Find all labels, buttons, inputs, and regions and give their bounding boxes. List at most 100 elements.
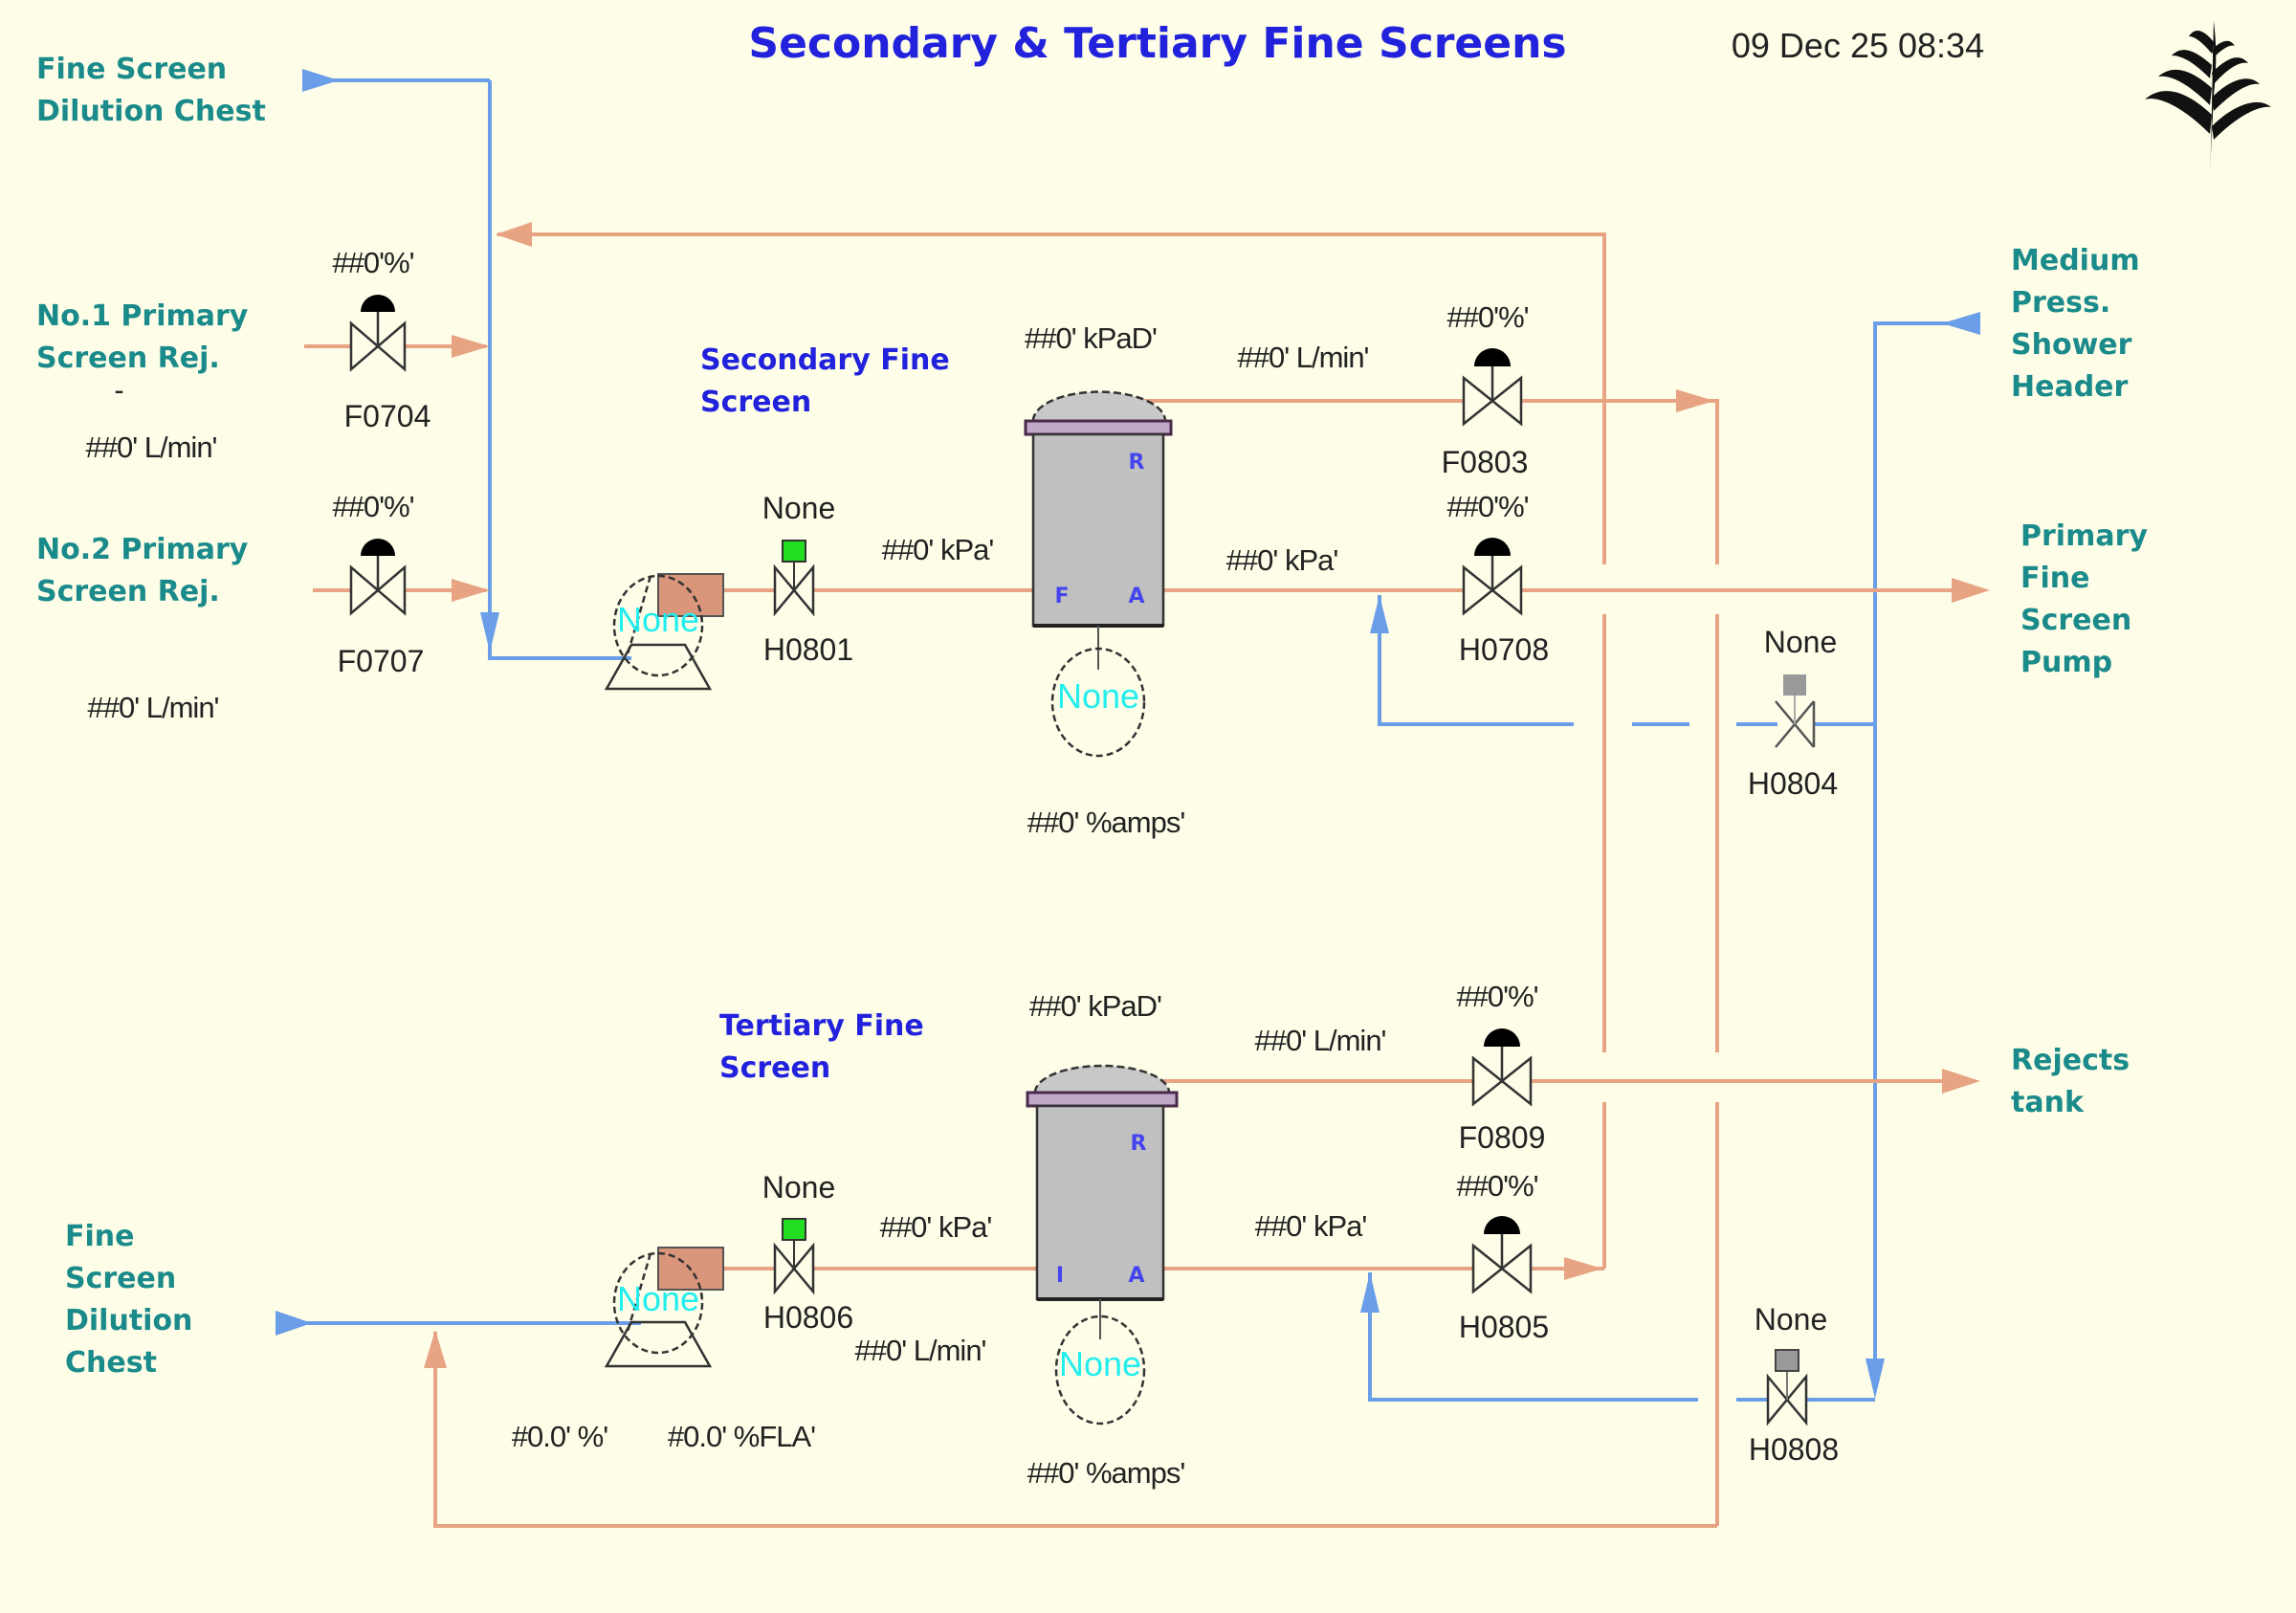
secondary-inlet-pressure: ##0' kPa': [882, 533, 994, 566]
port-reject-label: R: [1131, 1132, 1147, 1156]
valve-F0809[interactable]: [1471, 1028, 1533, 1107]
no1-dot: -: [114, 373, 122, 407]
valve-H0808[interactable]: [1766, 1349, 1808, 1426]
tertiary-fine-screen[interactable]: [1026, 1064, 1179, 1301]
arrow-icon: [1942, 312, 1980, 335]
valve-tag-H0801[interactable]: H0801: [763, 632, 853, 667]
secondary-motor-icon[interactable]: [1050, 647, 1146, 758]
valve-tag-F0704[interactable]: F0704: [344, 399, 431, 433]
valve-H0806[interactable]: [773, 1218, 815, 1295]
valve-state-H0808: None: [1755, 1302, 1828, 1337]
actuator-icon: [1474, 348, 1511, 366]
arrow-icon: [1360, 1272, 1380, 1313]
actuator-icon: [1474, 538, 1511, 556]
valve-tag-H0806[interactable]: H0806: [763, 1300, 853, 1335]
tertiary-diff-pressure: ##0' kPaD': [1029, 989, 1161, 1023]
actuator-icon: [1484, 1028, 1520, 1047]
dest-rejects-tank[interactable]: Rejects tank: [2011, 1044, 2130, 1119]
port-feed-label: I: [1056, 1264, 1064, 1288]
valve-F0707[interactable]: [349, 539, 407, 616]
tertiary-pump[interactable]: [604, 1247, 724, 1368]
valve-output-H0805: ##0'%': [1456, 1169, 1537, 1203]
tertiary-accept-pressure: ##0' kPa': [1255, 1209, 1367, 1243]
pipe-dilution-top: [488, 80, 631, 660]
valve-tag-H0804[interactable]: H0804: [1748, 766, 1838, 801]
valve-tag-H0708[interactable]: H0708: [1459, 632, 1549, 667]
dest-label-line: No.2 Primary: [36, 533, 249, 566]
dest-label-line: Shower: [2011, 328, 2132, 362]
dest-medium-press-shower-header[interactable]: Medium Press. Shower Header: [2011, 244, 2140, 404]
section-label-secondary: Secondary Fine Screen: [700, 343, 950, 419]
actuator-icon: [361, 295, 395, 312]
valve-output-F0707: ##0'%': [332, 490, 413, 523]
pipe-recycle-top: [497, 232, 1606, 564]
valve-H0805[interactable]: [1471, 1216, 1533, 1294]
arrow-icon: [452, 579, 490, 602]
dest-label-line: Primary: [2020, 519, 2148, 553]
tertiary-pump-load: #0.0' %FLA': [668, 1420, 815, 1453]
timestamp: 09 Dec 25 08:34: [1732, 26, 1984, 65]
section-label-line: Tertiary Fine: [719, 1009, 924, 1043]
screen-flange: [1024, 419, 1173, 436]
dest-no2-primary-screen-rej[interactable]: No.2 Primary Screen Rej.: [36, 533, 249, 608]
pump-discharge-icon: [657, 573, 724, 617]
valve-H0801[interactable]: [773, 540, 815, 617]
dest-fine-screen-dilution-chest-top[interactable]: Fine Screen Dilution Chest: [36, 53, 266, 128]
secondary-motor-status: None: [1057, 676, 1139, 716]
dest-label-line: Dilution: [65, 1304, 192, 1337]
valve-tag-F0809[interactable]: F0809: [1459, 1120, 1546, 1155]
secondary-accept-pressure: ##0' kPa': [1226, 543, 1338, 577]
pipe-shower-header: [1873, 321, 1961, 1368]
status-indicator-unknown: [1775, 1349, 1799, 1372]
no2-flow-readout: ##0' L/min': [88, 691, 219, 724]
dest-label-line: No.1 Primary: [36, 299, 249, 333]
valve-output-F0704: ##0'%': [332, 246, 413, 279]
dest-label-line: Header: [2011, 370, 2129, 404]
dest-label-line: Screen: [65, 1262, 176, 1295]
secondary-diff-pressure: ##0' kPaD': [1025, 321, 1157, 355]
arrow-icon: [1952, 578, 1990, 603]
dest-label-line: Fine: [65, 1220, 134, 1253]
port-accept-label: A: [1128, 585, 1144, 608]
tertiary-pump-status: None: [617, 1279, 699, 1318]
dest-no1-primary-screen-rej[interactable]: No.1 Primary Screen Rej.: [36, 299, 249, 375]
status-indicator-unknown: [1783, 674, 1806, 696]
dest-primary-fine-screen-pump[interactable]: Primary Fine Screen Pump: [2020, 519, 2148, 679]
valve-F0803[interactable]: [1462, 348, 1523, 427]
arrow-icon: [1866, 1359, 1885, 1399]
secondary-pump[interactable]: [604, 573, 724, 691]
tertiary-pump-speed: #0.0' %': [512, 1420, 607, 1453]
status-indicator-open: [782, 1218, 806, 1241]
screen-flange: [1026, 1091, 1179, 1108]
dest-fine-screen-dilution-chest-bottom[interactable]: Fine Screen Dilution Chest: [65, 1220, 192, 1380]
screen-body: [1035, 1104, 1165, 1301]
valve-tag-F0803[interactable]: F0803: [1442, 445, 1529, 479]
pipe-secondary-flush: [1378, 595, 1574, 726]
valve-H0708[interactable]: [1462, 538, 1523, 616]
valve-tag-H0805[interactable]: H0805: [1459, 1310, 1549, 1344]
tertiary-inlet-flow: ##0' L/min': [855, 1334, 986, 1367]
valve-H0804[interactable]: [1775, 674, 1816, 748]
dest-label-line: Screen: [2020, 604, 2131, 637]
actuator-icon: [1484, 1216, 1520, 1234]
pump-casing-icon: [612, 1251, 704, 1355]
valve-tag-H0808[interactable]: H0808: [1749, 1432, 1839, 1467]
arrow-icon: [1564, 1257, 1602, 1280]
valve-F0704[interactable]: [349, 295, 407, 372]
tertiary-inlet-pressure: ##0' kPa': [880, 1210, 992, 1244]
secondary-fine-screen[interactable]: [1024, 390, 1173, 628]
port-reject-label: R: [1129, 451, 1145, 475]
section-label-line: Screen: [719, 1051, 830, 1085]
dest-label-line: Press.: [2011, 286, 2110, 320]
status-indicator-open: [782, 540, 806, 563]
valve-tag-F0707[interactable]: F0707: [338, 644, 425, 678]
dest-label-line: Fine: [2020, 562, 2089, 595]
secondary-motor-amps: ##0' %amps': [1027, 806, 1185, 839]
pump-casing-icon: [612, 574, 704, 677]
valve-output-H0708: ##0'%': [1446, 490, 1528, 523]
valve-output-F0803: ##0'%': [1446, 300, 1528, 334]
pipe-tertiary-flush: [1368, 1272, 1698, 1402]
tertiary-motor-icon[interactable]: [1054, 1315, 1146, 1425]
dest-label-line: Chest: [65, 1346, 157, 1380]
